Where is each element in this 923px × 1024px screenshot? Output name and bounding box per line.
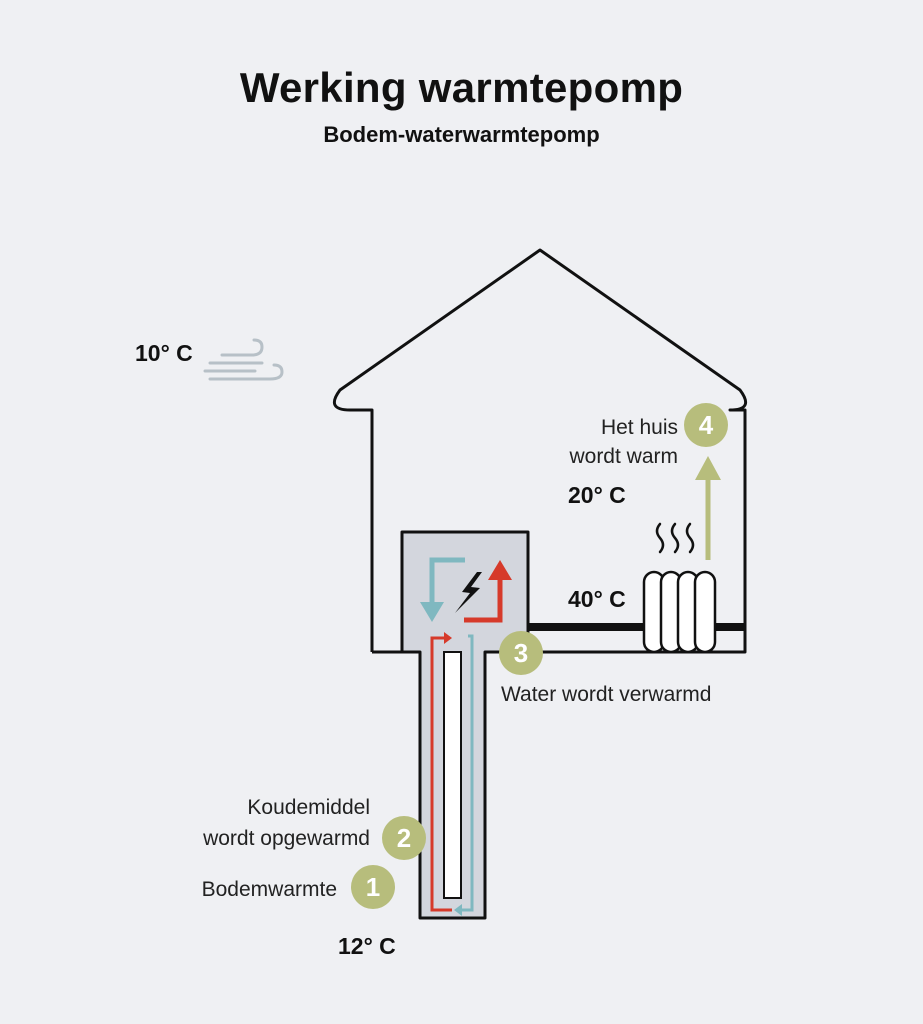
lightning-icon xyxy=(455,572,482,613)
radiator-icon xyxy=(642,570,717,654)
heat-waves-icon xyxy=(655,522,695,554)
water-pipe xyxy=(528,623,746,631)
step-1-number: 1 xyxy=(366,872,380,902)
hot-refrigerant-arrow xyxy=(430,636,452,912)
ground-temperature: 12° C xyxy=(338,933,396,959)
step-3-label: Water wordt verwarmd xyxy=(501,683,711,706)
step-2-badge xyxy=(382,816,426,860)
step-1-label: Bodemwarmte xyxy=(202,878,337,901)
cold-refrigerant-arrow xyxy=(460,634,474,912)
outside-temperature: 10° C xyxy=(135,340,193,366)
house-temperature: 20° C xyxy=(568,482,626,508)
step-2-number: 2 xyxy=(397,823,411,853)
step-3-number: 3 xyxy=(514,638,528,668)
house-outline xyxy=(332,248,748,654)
radiator-temperature: 40° C xyxy=(568,586,626,612)
page-title: Werking warmtepomp xyxy=(239,64,684,111)
step-2-label-line-1: Koudemiddel xyxy=(247,796,370,819)
step-4-badge xyxy=(684,403,728,447)
step-3-badge xyxy=(499,631,543,675)
step-4-label-line-1: Het huis xyxy=(601,416,678,439)
step-2-label-line-2: wordt opgewarmd xyxy=(202,827,370,850)
hot-flow-arrow xyxy=(464,578,503,623)
step-4-number: 4 xyxy=(699,410,714,440)
step-1-badge xyxy=(351,865,395,909)
wind-icon xyxy=(203,338,284,381)
page-subtitle: Bodem-waterwarmtepomp xyxy=(323,122,600,147)
ground-probe-core xyxy=(443,651,462,899)
step-4-label-line-2: wordt warm xyxy=(568,445,678,468)
cold-flow-arrow xyxy=(429,557,465,604)
